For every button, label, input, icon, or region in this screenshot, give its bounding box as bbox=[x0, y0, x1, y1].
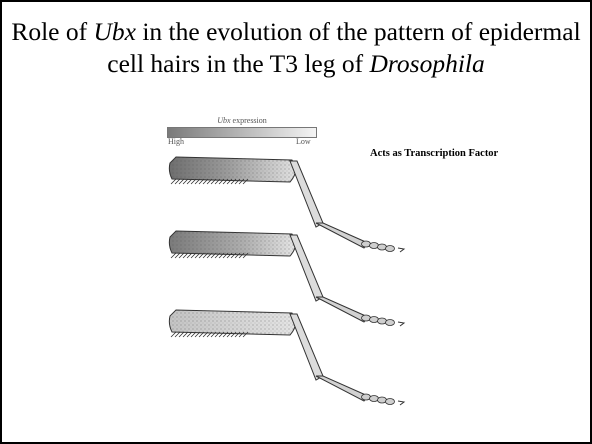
claw bbox=[398, 322, 404, 326]
tibia-segment bbox=[290, 314, 323, 380]
claw bbox=[398, 248, 404, 252]
tarsal-subsegments bbox=[362, 241, 395, 252]
hair-stipple bbox=[169, 310, 295, 335]
tarsus-segment bbox=[316, 223, 368, 248]
leg-low-expression bbox=[169, 310, 404, 405]
hair-stipple bbox=[169, 157, 295, 182]
tarsal-subsegments bbox=[362, 315, 395, 326]
claw bbox=[398, 401, 404, 405]
tibia-segment bbox=[290, 161, 323, 227]
tarsus-segment bbox=[316, 376, 368, 401]
tarsus-segment bbox=[316, 297, 368, 322]
tarsal-subsegments bbox=[362, 394, 395, 405]
hair-stipple bbox=[169, 231, 295, 256]
tibia-segment bbox=[290, 235, 323, 301]
